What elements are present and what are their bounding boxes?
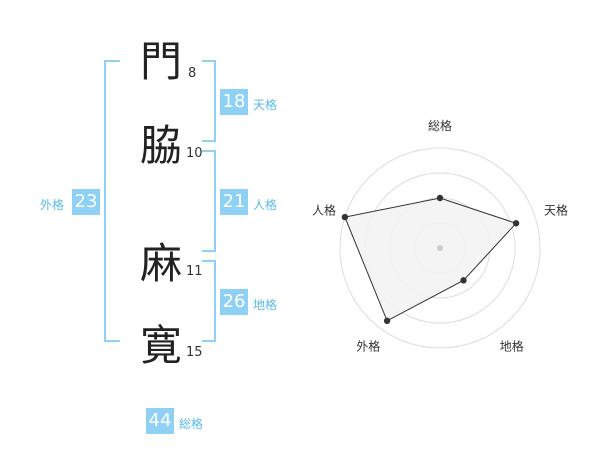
- tenkaku-label: 天格: [253, 98, 278, 112]
- stroke-count-2: 10: [186, 146, 203, 161]
- radar-data-point: [512, 220, 520, 227]
- chikaku-score-badge: 26: [220, 289, 248, 315]
- gaikaku-bracket: [104, 60, 120, 342]
- gaikaku-label: 外格: [40, 198, 65, 212]
- radar-axis-label: 総格: [428, 118, 452, 133]
- name-char-3: 麻: [140, 239, 183, 288]
- tenkaku-bracket: [202, 60, 216, 142]
- radar-center-dot: [437, 245, 443, 251]
- stroke-count-4: 15: [186, 345, 203, 360]
- soukaku-label: 総格: [179, 417, 204, 431]
- radar-axis-label: 地格: [500, 339, 524, 354]
- jinkaku-score-badge: 21: [220, 189, 248, 215]
- radar-data-area: [344, 197, 517, 322]
- soukaku-score-badge: 44: [146, 408, 174, 434]
- gaikaku-score-badge: 23: [72, 189, 100, 215]
- tenkaku-score-badge: 18: [220, 89, 248, 115]
- radar-axis-label: 外格: [356, 339, 380, 354]
- radar-axis-label: 天格: [544, 202, 568, 217]
- name-char-4: 寛: [140, 321, 183, 370]
- jinkaku-bracket: [202, 150, 216, 252]
- stroke-count-1: 8: [188, 66, 197, 81]
- radar-data-point: [383, 317, 391, 325]
- jinkaku-label: 人格: [253, 198, 278, 212]
- name-char-2: 脇: [140, 121, 183, 170]
- radar-axis-label: 人格: [312, 202, 336, 217]
- chikaku-label: 地格: [253, 298, 278, 312]
- radar-data-point: [341, 213, 349, 221]
- name-char-1: 門: [140, 37, 183, 86]
- radar-data-point: [460, 277, 467, 284]
- radar-data-point: [436, 194, 444, 202]
- chikaku-bracket: [202, 260, 216, 342]
- stroke-count-3: 11: [186, 264, 203, 279]
